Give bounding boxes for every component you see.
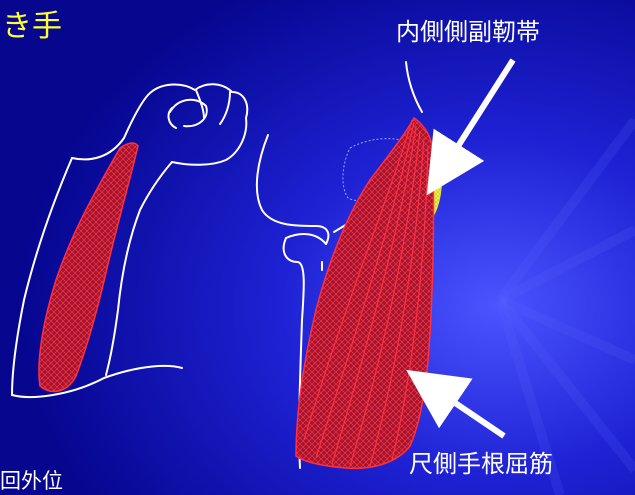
background-rays xyxy=(495,117,635,495)
slide-title-fragment: き手 xyxy=(2,9,62,44)
forearm-muscle-small xyxy=(38,142,139,393)
bottom-text-fragment: 回外位 xyxy=(0,469,63,493)
raised-arm-drawing xyxy=(11,83,249,398)
muscle-arrow xyxy=(406,369,506,439)
flexor-carpi-ulnaris-muscle xyxy=(295,116,435,470)
ligament-arrow xyxy=(426,58,516,196)
muscle-label: 尺側手根屈筋 xyxy=(409,450,553,478)
humerus-trochlea-dotted xyxy=(342,138,413,202)
ligament-label: 内側側副靭帯 xyxy=(396,18,540,46)
